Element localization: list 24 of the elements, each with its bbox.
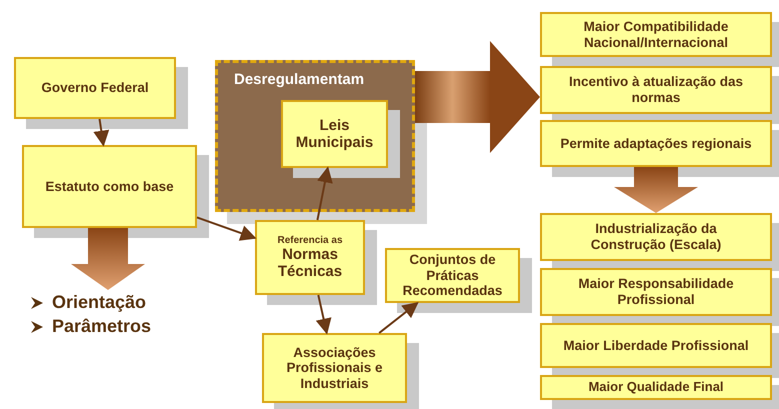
box-text: Incentivo à atualização das normas: [568, 74, 744, 106]
bullet-text: Parâmetros: [52, 316, 152, 337]
arrow: [196, 216, 256, 241]
block-arrow: [71, 228, 145, 290]
box-text: Associações Profissionais e Industriais: [285, 344, 384, 392]
box-text: Industrialização da Construção (Escala): [590, 221, 722, 253]
box-text: Governo Federal: [41, 80, 149, 96]
arrow: [378, 302, 419, 334]
block-arrow: [415, 41, 540, 153]
bullet-text: Orientação: [52, 292, 146, 313]
box-text: Maior Qualidade Final: [588, 380, 724, 395]
box-text: Leis Municipais: [296, 116, 374, 152]
block-arrow: [614, 167, 698, 213]
box-text: Maior Compatibilidade Nacional/Internacional: [582, 18, 730, 50]
arrow: [316, 294, 332, 335]
group-heading: Desregulamentam: [234, 71, 364, 88]
box-text: Maior Responsabilidade Profissional: [577, 276, 735, 308]
box-text: Normas Técnicas: [276, 246, 344, 280]
arrow: [316, 166, 333, 220]
box-text: Conjuntos de Práticas Recomendadas: [402, 252, 504, 299]
box-text: Estatuto como base: [45, 178, 174, 194]
box-subtitle: Referencia as: [277, 234, 343, 246]
box-text: Permite adaptações regionais: [560, 136, 752, 152]
box-text: Maior Liberdade Profissional: [563, 338, 749, 354]
